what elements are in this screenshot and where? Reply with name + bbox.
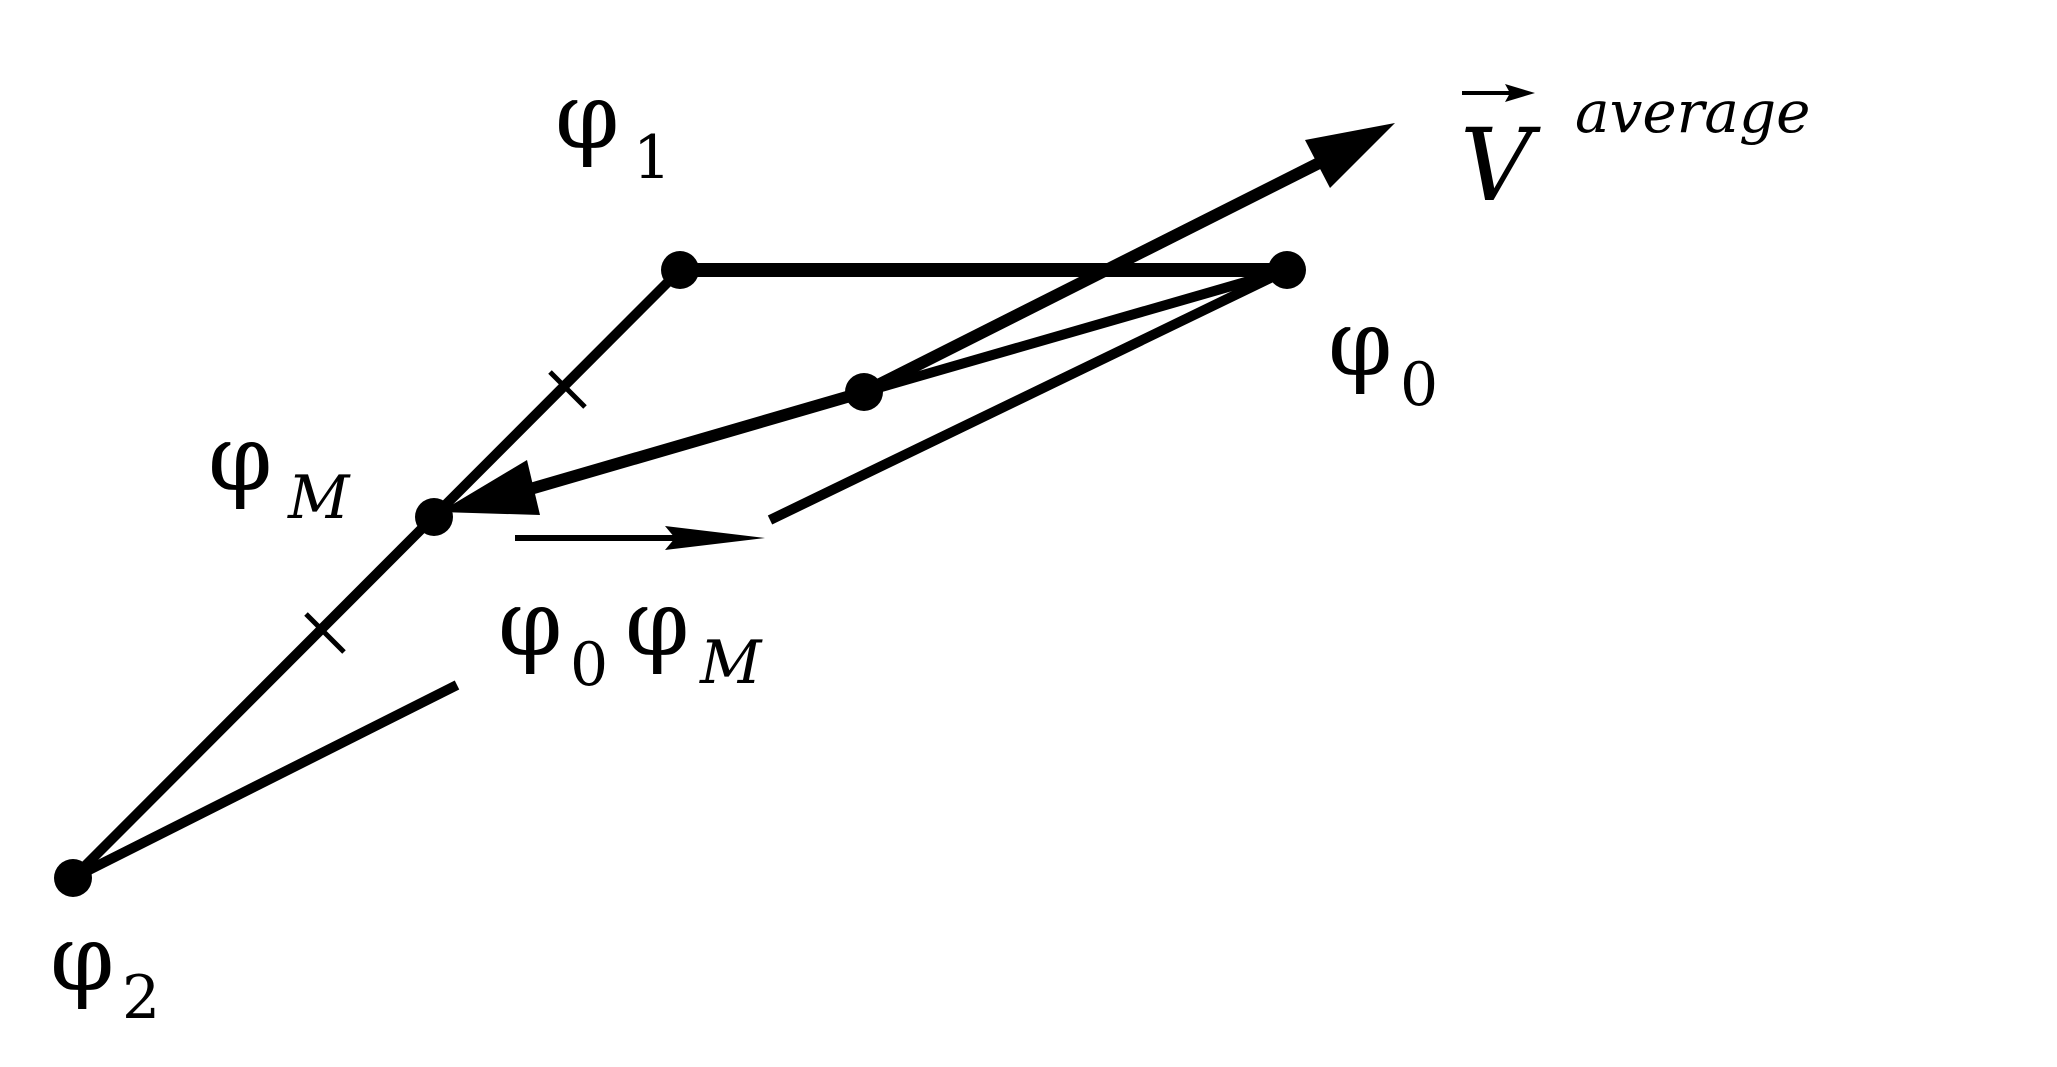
svg-text:0: 0 [570, 630, 608, 700]
v-vector-bar-head [1505, 84, 1535, 102]
label-phi1: φ 1 [555, 63, 671, 193]
point-phi1 [661, 251, 699, 289]
svg-text:φ: φ [1328, 290, 1392, 397]
edge-phi2-lower [70, 680, 460, 883]
label-phi2: φ 2 [50, 905, 160, 1033]
svg-text:M: M [699, 628, 763, 698]
edge-phi1-phi2 [69, 266, 684, 882]
v-average-arrow-shaft [861, 154, 1328, 398]
edge-phi0-lower [767, 265, 1290, 525]
tick-mark-upper [548, 370, 587, 409]
svg-text:φ: φ [208, 405, 272, 512]
svg-text:φ: φ [625, 570, 689, 677]
v-average-arrowhead [1305, 123, 1395, 188]
svg-text:2: 2 [122, 963, 160, 1033]
svg-text:φ: φ [555, 63, 619, 170]
svg-text:φ: φ [498, 570, 562, 677]
point-phiM [415, 498, 453, 536]
svg-text:average: average [1575, 78, 1810, 146]
label-v-average: V average [1460, 78, 1810, 224]
phi0-phiM-vector-head [665, 526, 765, 550]
mid-to-phiM-arrow-shaft [518, 386, 866, 498]
tick-mark-lower [304, 612, 346, 654]
svg-text:M: M [287, 463, 351, 533]
point-phi2 [54, 859, 92, 897]
label-phi0: φ 0 [1328, 290, 1438, 420]
mid-to-phiM-arrowhead [440, 460, 540, 515]
svg-text:φ: φ [50, 905, 114, 1012]
edge-phi0-mid [862, 265, 1289, 397]
svg-text:0: 0 [1400, 350, 1438, 420]
point-phi0 [1268, 251, 1306, 289]
label-phi0-phiM: φ 0 φ M [498, 570, 763, 700]
svg-text:1: 1 [633, 123, 671, 193]
label-phiM: φ M [208, 405, 351, 533]
svg-text:V: V [1460, 107, 1541, 224]
point-mid [845, 373, 883, 411]
